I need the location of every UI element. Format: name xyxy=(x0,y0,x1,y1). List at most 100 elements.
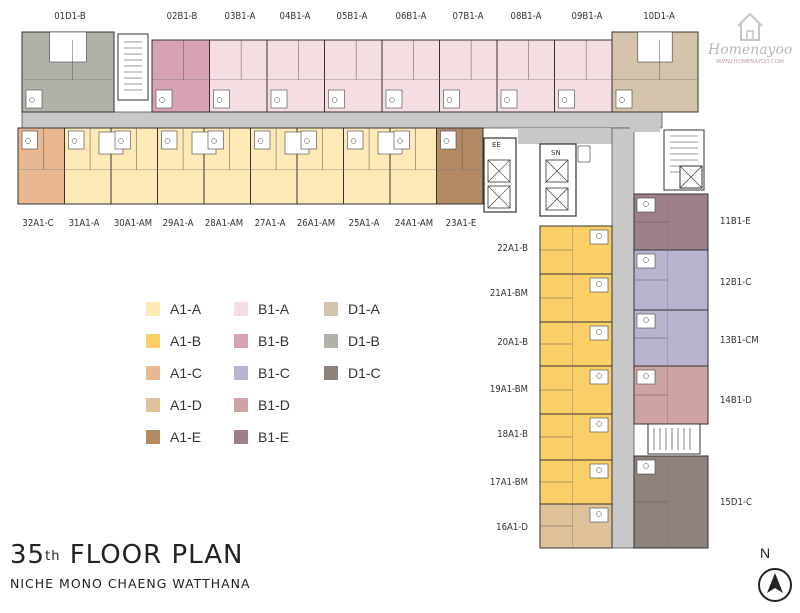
unit-label-right-wing: 11B1-E xyxy=(720,216,751,227)
toilet-icon xyxy=(596,329,602,335)
house-icon xyxy=(737,12,763,41)
unit-details xyxy=(18,31,698,548)
unit-label-mid: 25A1-A xyxy=(349,218,380,229)
north-label: N xyxy=(760,545,771,561)
legend-label: A1-A xyxy=(170,301,202,317)
legend-swatch xyxy=(234,302,248,316)
legend-label: B1-A xyxy=(258,301,290,317)
north-indicator: N xyxy=(755,545,795,605)
legend-swatch xyxy=(146,398,160,412)
unit-label-top: 02B1-B xyxy=(167,11,198,22)
unit-label-top: 07B1-A xyxy=(453,11,484,22)
unit-label-mid: 32A1-C xyxy=(22,218,53,229)
legend-label: A1-B xyxy=(170,333,201,349)
unit-label-left-wing: 20A1-B xyxy=(497,337,528,348)
bathroom xyxy=(155,89,173,109)
legend-swatch xyxy=(324,302,338,316)
toilet-icon xyxy=(643,317,649,323)
legend-swatch xyxy=(234,334,248,348)
unit-label-right-wing: 12B1-C xyxy=(720,277,751,288)
legend: A1-AA1-BA1-CA1-DA1-EB1-AB1-BB1-CB1-DB1-E… xyxy=(146,301,381,445)
elevator-cross xyxy=(487,159,511,183)
bathroom xyxy=(636,197,656,213)
bathroom xyxy=(558,89,575,109)
legend-swatch xyxy=(146,302,160,316)
unit-label-left-wing: 17A1-BM xyxy=(490,477,528,488)
toilet-icon xyxy=(397,138,403,144)
ee-label: EE xyxy=(492,141,501,149)
corridor-vertical xyxy=(611,127,635,549)
bathroom xyxy=(589,463,609,479)
balcony xyxy=(49,31,87,63)
bathroom xyxy=(500,89,518,109)
toilet-icon xyxy=(274,97,280,103)
watermark-logo: Homenayoo WWW.HOMENAYOO.COM xyxy=(708,6,792,68)
unit-label-mid: 30A1-AM xyxy=(114,218,152,229)
corridor-top xyxy=(21,111,663,129)
bathroom xyxy=(161,130,178,150)
unit-label-top: 03B1-A xyxy=(225,11,256,22)
bathroom xyxy=(636,313,656,329)
bathroom xyxy=(589,325,609,341)
corridor-link xyxy=(518,128,628,144)
legend-label: B1-E xyxy=(258,429,289,445)
toilet-icon xyxy=(443,138,450,144)
unit-label-left-wing: 21A1-BM xyxy=(490,288,528,299)
bathroom xyxy=(25,89,43,109)
toilet-icon xyxy=(643,201,649,207)
legend-label: D1-A xyxy=(348,301,381,317)
toilet-icon xyxy=(446,97,453,103)
legend-swatch xyxy=(234,430,248,444)
bathroom xyxy=(636,459,656,475)
unit-label-left-wing: 22A1-B xyxy=(497,243,528,254)
stair-right xyxy=(647,423,701,455)
toilet-icon xyxy=(29,97,35,103)
unit-label-mid: 26A1-AM xyxy=(297,218,335,229)
toilet-icon xyxy=(304,138,310,144)
legend-swatch xyxy=(146,430,160,444)
toilet-icon xyxy=(596,467,602,473)
toilet-icon xyxy=(257,138,264,144)
unit-label-left-wing: 19A1-BM xyxy=(490,384,528,395)
bathroom xyxy=(589,277,609,293)
shaft-cross xyxy=(679,165,703,189)
elevator-cross xyxy=(545,187,569,211)
toilet-icon xyxy=(504,97,510,103)
bathroom xyxy=(114,130,131,150)
bathroom xyxy=(207,130,224,150)
bathroom xyxy=(300,130,317,150)
page-title: 35th FLOOR PLAN xyxy=(10,540,251,570)
legend-label: D1-B xyxy=(348,333,380,349)
bathroom xyxy=(254,130,271,150)
unit-label-top: 08B1-A xyxy=(511,11,542,22)
unit-label-left-wing: 16A1-D xyxy=(496,522,528,533)
toilet-icon xyxy=(619,97,625,103)
bathroom xyxy=(589,417,609,433)
toilet-icon xyxy=(118,138,124,144)
unit-label-mid: 28A1-AM xyxy=(205,218,243,229)
bathroom xyxy=(328,89,345,109)
elevator-cross xyxy=(545,159,569,183)
toilet-icon xyxy=(389,97,395,103)
service-room xyxy=(577,145,591,163)
unit-label-top: 09B1-A xyxy=(572,11,603,22)
unit-label-right-wing: 15D1-C xyxy=(720,497,752,508)
bathroom xyxy=(68,130,85,150)
unit-label-mid: 29A1-A xyxy=(163,218,194,229)
legend-label: A1-E xyxy=(170,429,201,445)
stair-top-left xyxy=(117,33,149,101)
unit-label-mid: 23A1-E xyxy=(446,218,477,229)
service-core xyxy=(117,33,705,455)
legend-swatch xyxy=(234,366,248,380)
toilet-icon xyxy=(25,138,31,144)
corridor-corner xyxy=(630,112,660,132)
unit-label-top: 05B1-A xyxy=(337,11,368,22)
toilet-icon xyxy=(331,97,338,103)
floor-suffix: th xyxy=(45,549,61,564)
toilet-icon xyxy=(71,138,78,144)
unit-label-right-wing: 13B1-CM xyxy=(720,335,759,346)
toilet-icon xyxy=(350,138,357,144)
logo-url: WWW.HOMENAYOO.COM xyxy=(716,59,784,65)
